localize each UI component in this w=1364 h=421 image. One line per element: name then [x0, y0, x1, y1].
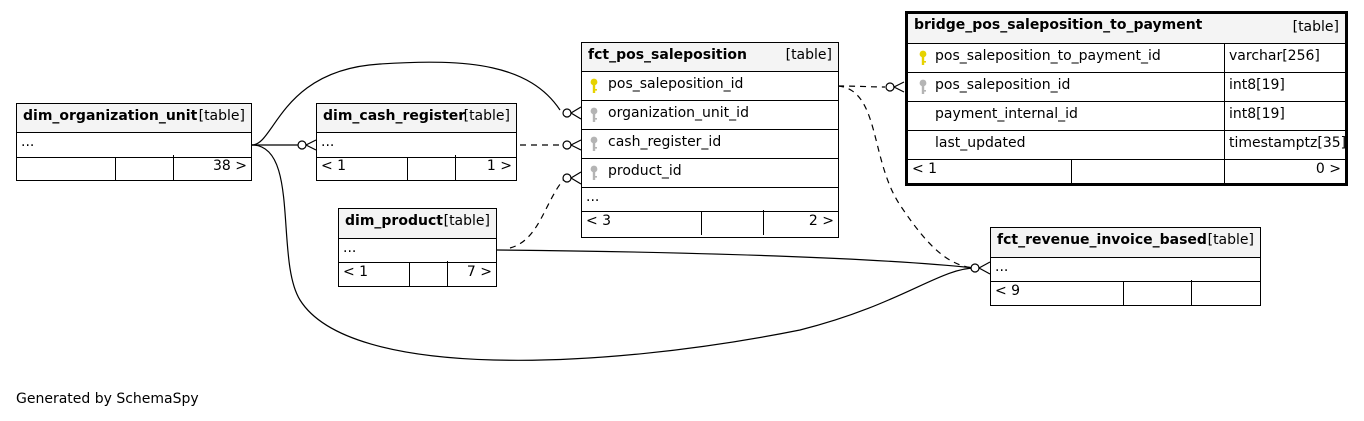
table-name: dim_organization_unit [23, 108, 198, 124]
footer-children: 0 > [1224, 158, 1345, 183]
footer-parents[interactable]: < 1 [912, 161, 938, 177]
footer-parents [17, 155, 115, 180]
footer-children[interactable]: 7 > [447, 261, 496, 286]
foreign-key-icon [590, 136, 598, 151]
row-ellipsis: ... [586, 189, 600, 205]
footer-parents[interactable]: < 1 [343, 264, 369, 280]
column-row[interactable]: cash_register_id [582, 129, 838, 158]
table-row[interactable]: ... [991, 257, 1260, 281]
table-header: bridge_pos_saleposition_to_payment [tabl… [908, 14, 1345, 43]
table-footer: < 1 7 > [339, 261, 496, 286]
column-name: pos_saleposition_id [935, 77, 1071, 93]
primary-key-icon [919, 50, 927, 65]
footer-parents[interactable]: < 9 [995, 283, 1021, 299]
foreign-key-icon [919, 79, 927, 94]
table-name: bridge_pos_saleposition_to_payment [914, 17, 1203, 33]
column-type: varchar[256] [1224, 44, 1345, 72]
table-type: [table] [443, 213, 490, 229]
primary-key-icon [590, 78, 598, 93]
table-footer: < 1 1 > [317, 155, 516, 180]
row-ellipsis: ... [995, 259, 1009, 275]
table-name: dim_cash_register [323, 108, 466, 124]
footer-parents[interactable]: < 3 [586, 213, 612, 229]
relation-product-to-saleposition [509, 177, 566, 249]
table-footer: < 3 2 > [582, 210, 838, 235]
column-type: int8[19] [1224, 102, 1345, 130]
column-name: organization_unit_id [608, 105, 749, 121]
footer-middle [1071, 160, 1224, 183]
table-type: [table] [1207, 232, 1254, 248]
foreign-key-icon [590, 165, 598, 180]
table-type: [table] [198, 108, 245, 124]
column-name: payment_internal_id [935, 106, 1078, 122]
column-name: product_id [608, 163, 682, 179]
row-ellipsis: ... [21, 134, 35, 150]
relation-org-to-revenue [251, 144, 976, 361]
generated-by-label: Generated by SchemaSpy [16, 391, 199, 407]
footer-children[interactable]: 1 > [455, 155, 516, 180]
footer-middle [115, 158, 173, 180]
table-row[interactable]: ... [317, 132, 516, 157]
table-name: fct_pos_saleposition [588, 47, 747, 63]
column-row[interactable]: pos_saleposition_to_payment_id varchar[2… [908, 43, 1345, 72]
relation-org-to-saleposition [251, 61, 561, 146]
column-row[interactable]: product_id [582, 158, 838, 187]
column-type: timestamptz[35] [1224, 131, 1346, 159]
table-type: [table] [1292, 19, 1339, 35]
foreign-key-icon [590, 107, 598, 122]
footer-parents[interactable]: < 1 [321, 158, 347, 174]
column-name: cash_register_id [608, 134, 722, 150]
column-name: pos_saleposition_id [608, 76, 744, 92]
column-type: int8[19] [1224, 73, 1345, 101]
table-dim-organization-unit[interactable]: dim_organization_unit [table] ... 38 > [16, 103, 252, 181]
column-name: last_updated [935, 135, 1026, 151]
footer-middle [407, 158, 455, 180]
table-dim-product[interactable]: dim_product [table] ... < 1 7 > [338, 208, 497, 287]
table-dim-cash-register[interactable]: dim_cash_register [table] ... < 1 1 > [316, 103, 517, 181]
column-row[interactable]: pos_saleposition_id int8[19] [908, 72, 1345, 101]
table-type: [table] [785, 47, 832, 63]
footer-middle [409, 263, 447, 286]
footer-children[interactable]: 2 > [763, 210, 838, 235]
footer-middle [1123, 282, 1191, 305]
table-fct-revenue-invoice-based[interactable]: fct_revenue_invoice_based [table] ... < … [990, 227, 1261, 306]
table-bridge-pos-saleposition-to-payment[interactable]: bridge_pos_saleposition_to_payment [tabl… [905, 11, 1348, 186]
table-type: [table] [463, 108, 510, 124]
footer-children [1191, 280, 1260, 305]
table-row[interactable]: ... [17, 132, 251, 157]
table-name: dim_product [345, 213, 443, 229]
table-footer: < 9 [991, 280, 1260, 305]
table-footer: 38 > [17, 155, 251, 180]
table-header: fct_revenue_invoice_based [table] [991, 228, 1260, 257]
column-row[interactable]: organization_unit_id [582, 100, 838, 129]
table-row[interactable]: ... [339, 238, 496, 262]
table-header: fct_pos_saleposition [table] [582, 43, 838, 71]
table-header: dim_organization_unit [table] [17, 104, 251, 132]
footer-children[interactable]: 38 > [173, 155, 251, 180]
relation-saleposition-to-bridge [837, 85, 886, 88]
table-row[interactable]: ... [582, 187, 838, 211]
footer-middle [701, 212, 763, 235]
table-header: dim_cash_register [table] [317, 104, 516, 132]
table-header: dim_product [table] [339, 209, 496, 238]
row-ellipsis: ... [321, 134, 335, 150]
row-ellipsis: ... [343, 240, 357, 256]
column-row[interactable]: pos_saleposition_id [582, 71, 838, 100]
column-row[interactable]: last_updated timestamptz[35] [908, 130, 1346, 159]
table-footer: < 1 0 > [908, 158, 1345, 183]
table-name: fct_revenue_invoice_based [997, 232, 1207, 248]
column-name: pos_saleposition_to_payment_id [935, 48, 1161, 64]
column-row[interactable]: payment_internal_id int8[19] [908, 101, 1345, 130]
relation-product-to-revenue [496, 249, 976, 269]
table-fct-pos-saleposition[interactable]: fct_pos_saleposition [table] pos_salepos… [581, 42, 839, 238]
